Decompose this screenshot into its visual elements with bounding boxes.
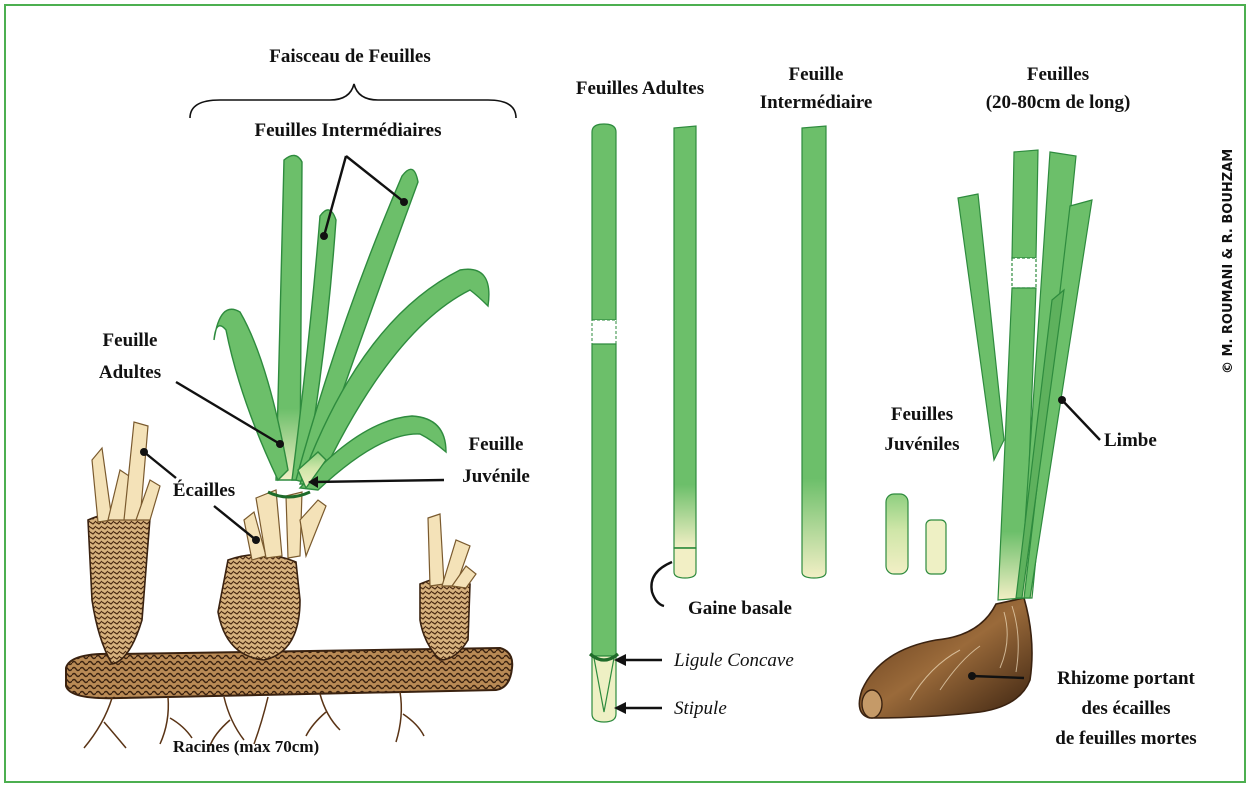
label-stipule: Stipule [674,698,727,719]
leader-gaine-basale [651,562,672,606]
right-stub [420,578,470,660]
ecailles-right [428,514,476,588]
label-ligule: Ligule Concave [673,650,794,671]
label-feuille-inter-2: Intermédiaire [760,92,873,113]
credit-text: © M. ROUMANI & R. BOUHZAM [1221,149,1236,374]
adult-leaf-2 [674,126,696,578]
left-plant-illustration [66,155,512,748]
label-feuilles-juveniles-1: Feuilles [891,404,953,425]
ecailles-fan [244,490,326,560]
ecailles-left [92,422,160,522]
juvenile-leaf-2 [926,520,946,574]
leader-limbe [1062,400,1100,440]
juvenile-leaf-1 [886,494,908,574]
intermediate-leaf [802,126,826,578]
label-rhizome-1: Rhizome portant [1057,668,1195,689]
label-racines: Racines (max 70cm) [173,737,319,756]
leader-feuille-juvenile [312,480,444,482]
label-rhizome-3: de feuilles mortes [1055,728,1196,749]
adult-leaf-1 [590,124,618,722]
label-feuille-juvenile-2: Juvénile [462,466,530,487]
middle-stub [218,554,300,660]
label-limbe: Limbe [1104,430,1157,451]
leader-ecailles-left [144,452,176,478]
label-feuille-adultes-2: Adultes [99,362,161,383]
label-ecailles: Écailles [173,479,235,501]
left-stub [88,512,150,664]
brace [190,84,516,118]
label-feuille-juvenile-1: Feuille [469,434,524,455]
rhizome-right [859,598,1032,718]
label-feuilles-adultes: Feuilles Adultes [576,78,704,99]
label-faisceau: Faisceau de Feuilles [269,46,430,67]
label-feuilles-long-2: (20-80cm de long) [986,92,1131,113]
label-feuille-inter-1: Feuille [789,64,844,85]
leaf-fan [214,155,489,490]
label-feuilles-juveniles-2: Juvéniles [885,434,960,455]
label-gaine-basale: Gaine basale [688,598,792,619]
label-rhizome-2: des écailles [1081,698,1170,719]
label-feuilles-long-1: Feuilles [1027,64,1089,85]
label-intermediaires: Feuilles Intermédiaires [255,120,442,141]
label-feuille-adultes-1: Feuille [103,330,158,351]
